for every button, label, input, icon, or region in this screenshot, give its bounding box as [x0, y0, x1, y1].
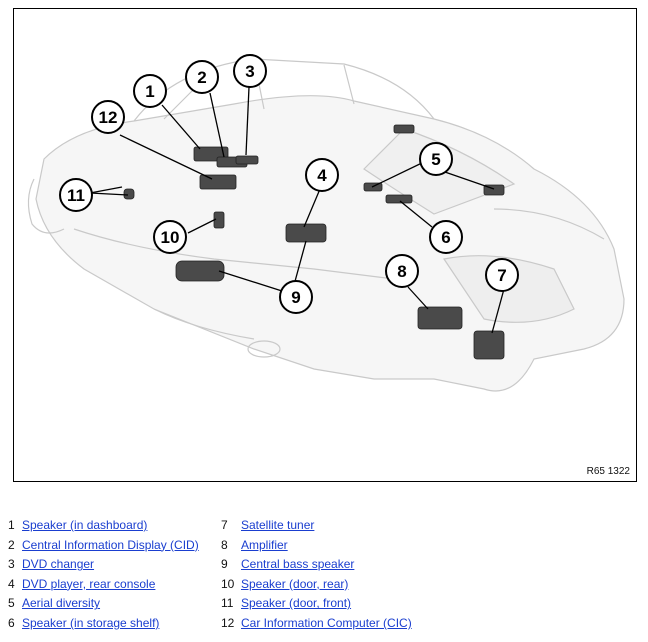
legend-link-satellite-tuner[interactable]: Satellite tuner [241, 518, 315, 532]
components [123, 124, 505, 360]
legend-item: 5 Aerial diversity [8, 594, 199, 614]
callout-1: 1 [133, 74, 167, 108]
legend-number: 12 [221, 615, 235, 630]
svg-text:11: 11 [67, 186, 85, 205]
callout-9: 9 [279, 280, 313, 314]
legend-link-dvd-player[interactable]: DVD player, rear console [22, 576, 156, 591]
legend-column-right: 7 Satellite tuner 8 Amplifier 9 Central bas… [221, 516, 412, 634]
cic-part [199, 174, 237, 190]
dvd-changer-part [235, 155, 259, 165]
svg-text:3: 3 [245, 62, 254, 81]
legend-item: 8 Amplifier [221, 536, 412, 556]
legend-number: 9 [221, 557, 228, 572]
svg-text:4: 4 [317, 166, 327, 185]
legend-item: 7 Satellite tuner [221, 516, 412, 536]
leader-lines [89, 86, 505, 334]
car-diagram: 1 2 3 4 5 6 7 8 9 10 11 12 [27, 54, 625, 392]
legend-item: 9 Central bass speaker [221, 555, 412, 575]
callout-12: 12 [91, 100, 125, 134]
legend-link-central-bass-speaker[interactable]: Central bass speaker [241, 557, 355, 572]
legend-item: 11 Speaker (door, front) [221, 594, 412, 614]
callout-7: 7 [485, 258, 519, 292]
amplifier-part [417, 306, 463, 330]
aerial-part-3 [393, 124, 415, 134]
legend-item: 2 Central Information Display (CID) [8, 536, 199, 556]
svg-text:9: 9 [291, 288, 300, 307]
callout-10: 10 [153, 220, 187, 254]
legend-link-speaker-storage-shelf[interactable]: Speaker (in storage shelf) [22, 615, 160, 630]
figure-reference-code: R65 1322 [586, 466, 630, 477]
callout-5: 5 [419, 142, 453, 176]
legend-link-amplifier[interactable]: Amplifier [241, 537, 288, 552]
legend-link-dvd-changer[interactable]: DVD changer [22, 557, 95, 572]
diagram-frame: 1 2 3 4 5 6 7 8 9 10 11 12 R65 1322 [13, 8, 637, 482]
svg-text:6: 6 [441, 228, 450, 247]
legend-link-cid[interactable]: Central Information Display (CID) [22, 537, 199, 552]
legend-number: 2 [8, 537, 15, 552]
svg-text:5: 5 [431, 150, 440, 169]
legend-link-aerial-diversity[interactable]: Aerial diversity [22, 596, 101, 611]
callout-6: 6 [429, 220, 463, 254]
legend-item: 4 DVD player, rear console [8, 575, 199, 595]
legend-item: 12 Car Information Computer (CIC) [221, 614, 412, 634]
legend-number: 1 [8, 518, 15, 532]
satellite-tuner-part [473, 330, 505, 360]
shelf-speaker-part [385, 194, 413, 204]
svg-text:10: 10 [161, 228, 180, 247]
callout-8: 8 [385, 254, 419, 288]
svg-text:8: 8 [397, 262, 406, 281]
callout-3: 3 [233, 54, 267, 88]
legend-item: 6 Speaker (in storage shelf) [8, 614, 199, 634]
legend-number: 7 [221, 518, 228, 532]
bass-speaker-part [175, 260, 225, 282]
legend-number: 3 [8, 557, 15, 572]
svg-text:1: 1 [145, 82, 154, 101]
legend-item: 3 DVD changer [8, 555, 199, 575]
legend-link-speaker-dashboard[interactable]: Speaker (in dashboard) [22, 518, 148, 532]
svg-text:2: 2 [197, 68, 206, 87]
legend: 1 Speaker (in dashboard) 2 Central Informa… [0, 516, 648, 636]
legend-link-speaker-door-front[interactable]: Speaker (door, front) [241, 596, 352, 611]
speaker-door-rear-part [213, 211, 225, 229]
legend-number: 11 [221, 596, 234, 611]
callout-11: 11 [59, 178, 93, 212]
callout-4: 4 [305, 158, 339, 192]
legend-number: 4 [8, 576, 15, 591]
legend-number: 6 [8, 615, 15, 630]
legend-item: 10 Speaker (door, rear) [221, 575, 412, 595]
legend-link-speaker-door-rear[interactable]: Speaker (door, rear) [241, 576, 349, 591]
legend-item: 1 Speaker (in dashboard) [8, 516, 199, 536]
speaker-door-front-part [123, 188, 135, 200]
svg-text:12: 12 [99, 108, 118, 127]
svg-text:7: 7 [497, 266, 506, 285]
legend-number: 5 [8, 596, 15, 611]
legend-number: 8 [221, 537, 228, 552]
legend-number: 10 [221, 576, 235, 591]
callout-2: 2 [185, 60, 219, 94]
legend-column-left: 1 Speaker (in dashboard) 2 Central Informa… [8, 516, 199, 634]
dvd-player-part [285, 223, 327, 243]
legend-link-cic[interactable]: Car Information Computer (CIC) [241, 615, 412, 630]
